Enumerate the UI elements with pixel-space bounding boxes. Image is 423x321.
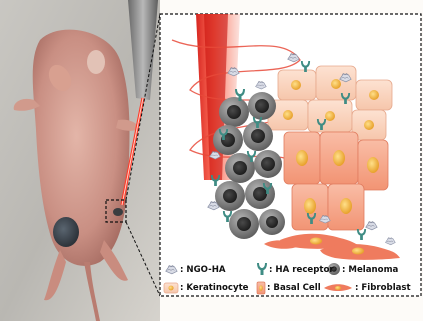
legend-fibroblast-label: : Fibroblast bbox=[355, 283, 411, 293]
legend-keratinocyte-icon bbox=[164, 283, 178, 293]
legend-ha-receptor-label: : HA receptor bbox=[269, 265, 334, 275]
legend-keratinocyte-label: : Keratinocyte bbox=[180, 283, 249, 293]
legend-basal-cell-label: : Basal Cell bbox=[267, 283, 321, 293]
legend-melanoma-label: : Melanoma bbox=[342, 265, 398, 275]
legend-basal-cell-icon bbox=[257, 282, 265, 294]
legend-ngo-ha-label: : NGO-HA bbox=[180, 265, 226, 275]
